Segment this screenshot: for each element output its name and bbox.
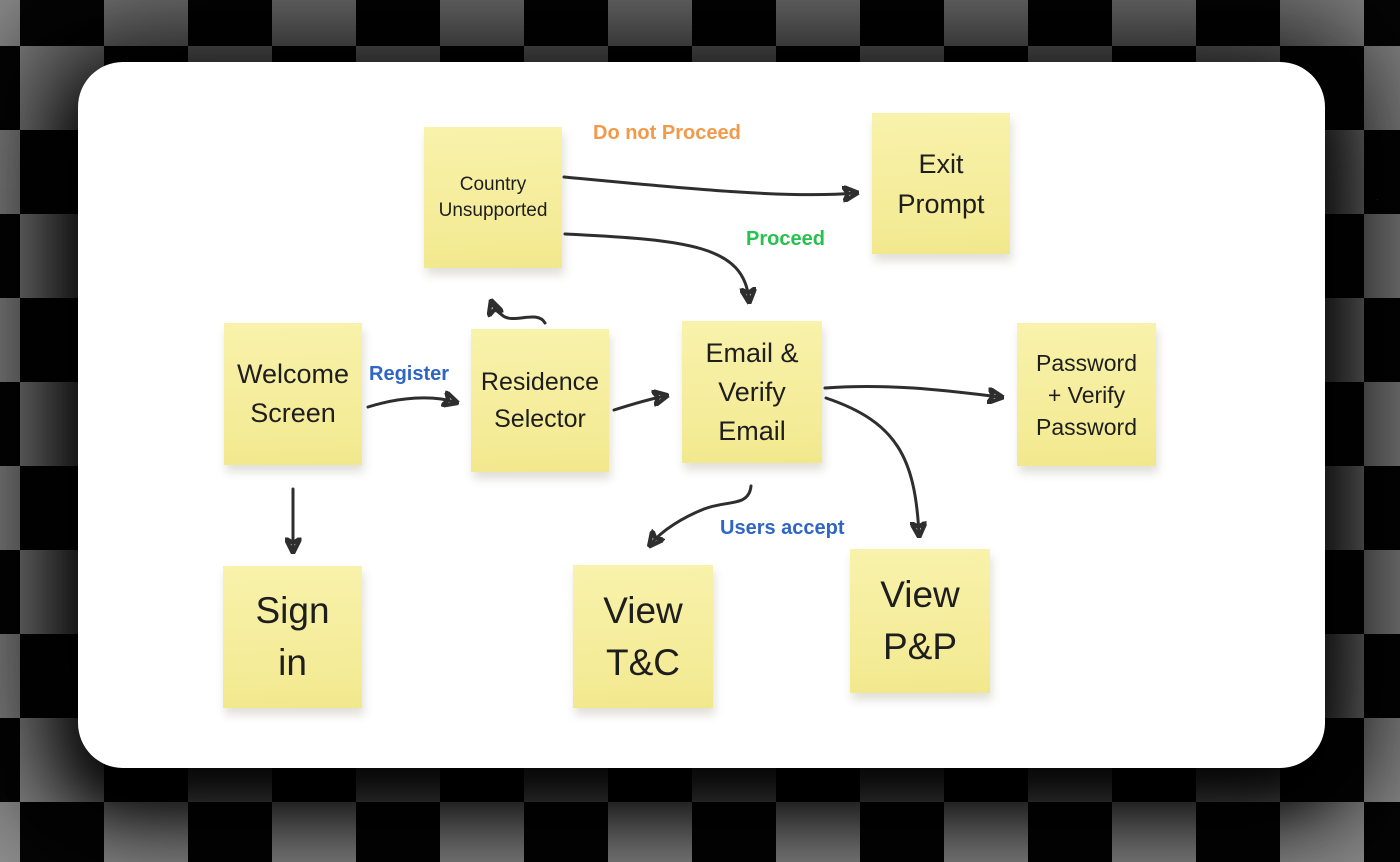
note-sign-in: Sign in <box>223 566 362 708</box>
note-view-pp: View P&P <box>850 549 990 693</box>
note-exit-prompt: Exit Prompt <box>872 113 1010 254</box>
note-country-unsupported: Country Unsupported <box>424 127 562 268</box>
edge-label-proceed: Proceed <box>746 228 825 250</box>
edge-label-do-not-proceed: Do not Proceed <box>593 122 741 144</box>
note-view-tc: View T&C <box>573 565 713 708</box>
note-residence-selector: Residence Selector <box>471 329 609 472</box>
edge-label-users-accept: Users accept <box>720 517 845 539</box>
edge-label-register: Register <box>369 363 450 385</box>
note-welcome-screen: Welcome Screen <box>224 323 362 465</box>
note-email-verify-email: Email & Verify Email <box>682 321 822 463</box>
note-password-verify-password: Password + Verify Password <box>1017 323 1156 466</box>
